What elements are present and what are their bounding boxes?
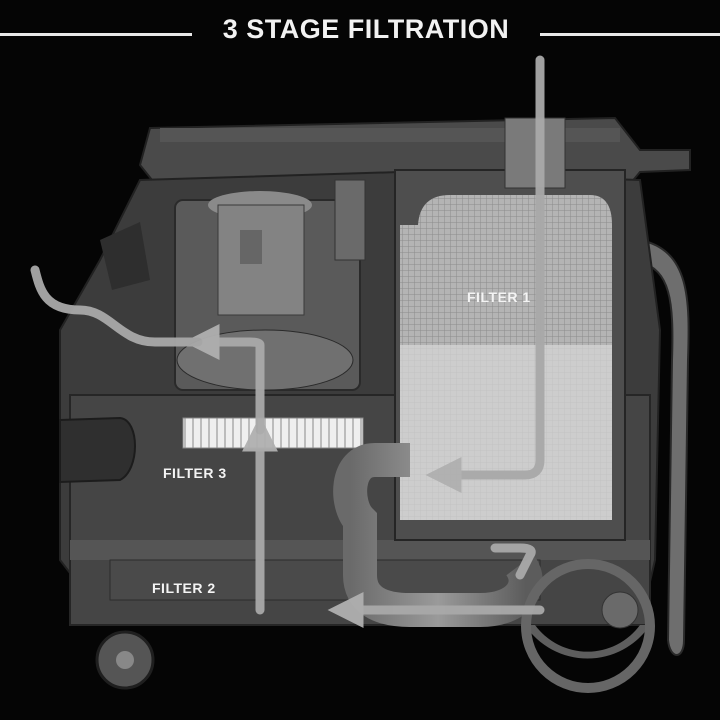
airflow-arrow [30, 55, 545, 628]
filter-1-label: FILTER 1 [467, 289, 531, 305]
filter-2: FILTER 2 [109, 559, 541, 601]
header: 3 STAGE FILTRATION [0, 0, 720, 70]
hose-icon [639, 238, 690, 656]
wheel-icon [95, 559, 655, 693]
header-rule-right [540, 33, 720, 36]
filter-3-label: FILTER 3 [163, 465, 227, 481]
filter-2-label: FILTER 2 [152, 580, 216, 596]
pipe [333, 443, 543, 627]
motor-icon [174, 179, 366, 391]
page-title: 3 STAGE FILTRATION [222, 14, 510, 44]
header-rule-left [0, 33, 192, 36]
